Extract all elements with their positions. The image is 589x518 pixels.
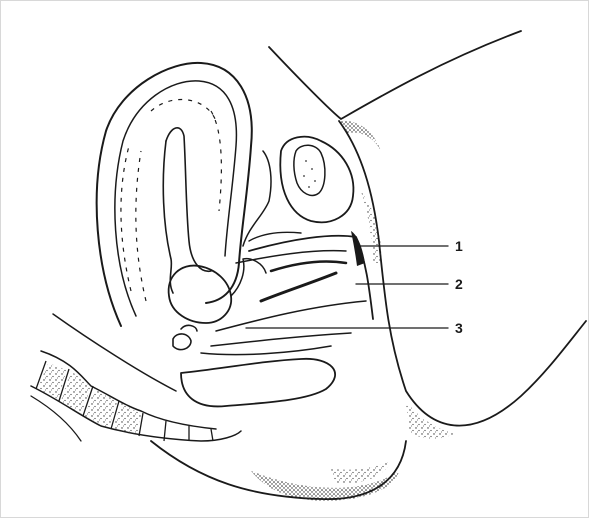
vaginal-canal: [211, 231, 373, 346]
cervix-mass: [169, 259, 266, 323]
bladder: [243, 137, 353, 246]
callout-3-label: 3: [455, 320, 463, 336]
callout-1-label: 1: [455, 238, 463, 254]
spine-vertebrae: [31, 351, 241, 441]
rectum: [173, 325, 335, 406]
callout-2-label: 2: [455, 276, 463, 292]
